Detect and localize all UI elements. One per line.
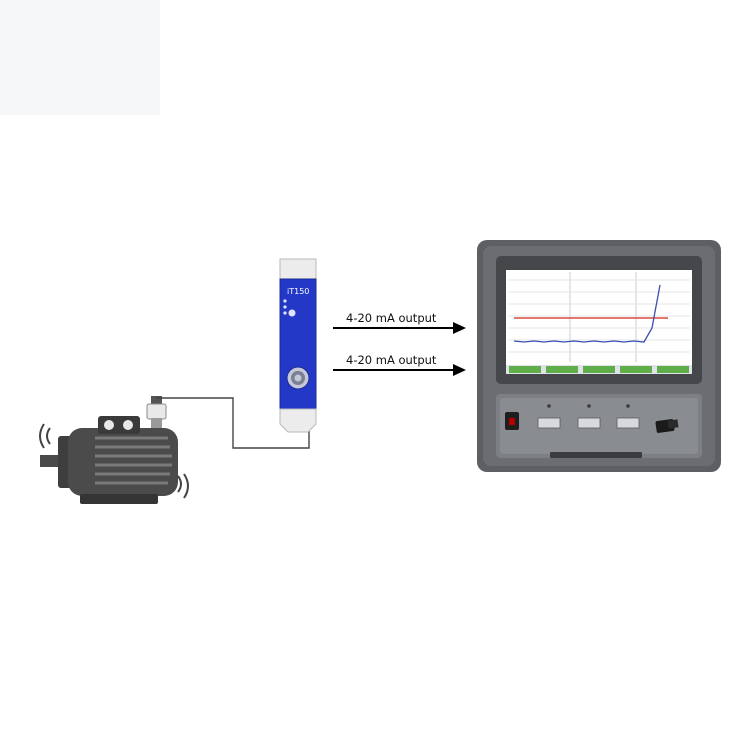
motor-icon xyxy=(39,416,189,504)
vibration-marks-right xyxy=(177,473,189,499)
output-arrow-2 xyxy=(333,364,466,376)
output-label-1: 4-20 mA output xyxy=(346,311,437,325)
sensor-cable xyxy=(156,396,310,449)
output-arrow-1 xyxy=(333,322,466,334)
background-patch xyxy=(0,0,160,115)
recorder-device xyxy=(477,240,721,472)
recorder-screen xyxy=(506,270,692,374)
output-label-2: 4-20 mA output xyxy=(346,353,437,367)
transmitter-device xyxy=(279,258,317,433)
trace-blue xyxy=(513,284,661,343)
transmitter-model-label: iT150 xyxy=(287,287,309,296)
vibration-sensor xyxy=(146,396,167,428)
vibration-marks-left xyxy=(39,423,51,449)
